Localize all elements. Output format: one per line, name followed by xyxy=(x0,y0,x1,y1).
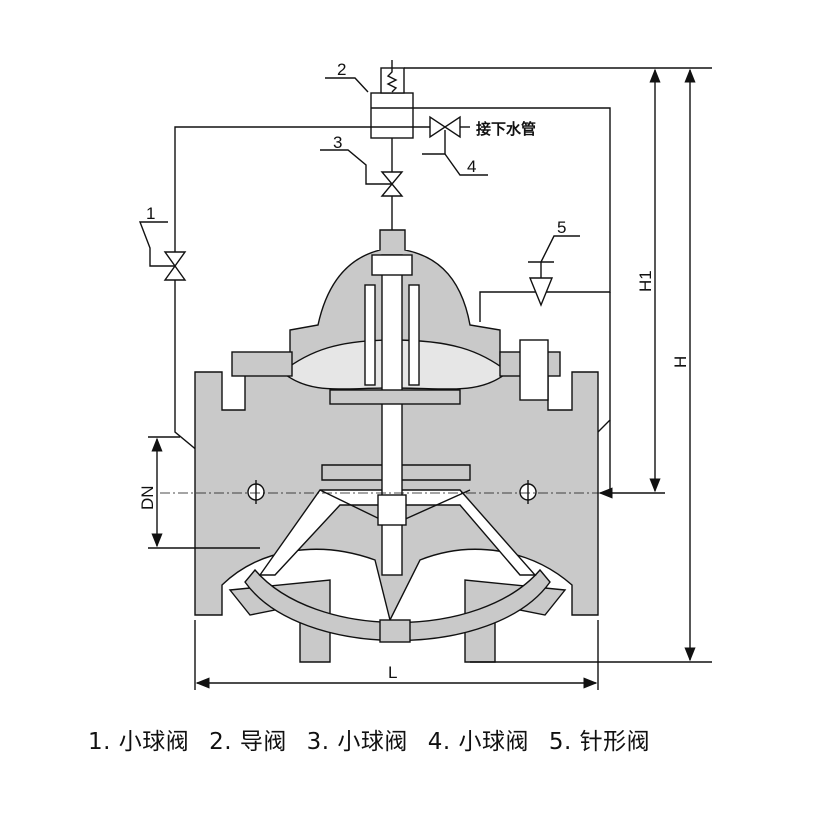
callout-3: 3 xyxy=(333,133,342,152)
callout-1: 1 xyxy=(146,204,155,223)
legend-item: 5. 针形阀 xyxy=(548,729,651,755)
ball-valve-4 xyxy=(422,115,488,176)
parts-legend: 1. 小球阀 2. 导阀 3. 小球阀 4. 小球阀 5. 针形阀 xyxy=(88,722,662,756)
dim-L: L xyxy=(388,663,397,682)
legend-item: 2. 导阀 xyxy=(209,729,287,755)
callout-5: 5 xyxy=(557,218,566,237)
callout-4: 4 xyxy=(467,157,476,176)
needle-valve-5 xyxy=(528,235,580,307)
dim-DN: DN xyxy=(138,485,157,510)
callout-2: 2 xyxy=(337,60,346,79)
ball-valve-3 xyxy=(320,149,404,197)
dim-H: H xyxy=(671,356,690,368)
legend-item: 4. 小球阀 xyxy=(427,729,529,755)
pilot-valve xyxy=(325,60,414,139)
dim-H1: H1 xyxy=(636,270,655,292)
legend-item: 3. 小球阀 xyxy=(306,729,408,755)
dimension-lines xyxy=(148,68,712,690)
legend-item: 1. 小球阀 xyxy=(88,729,190,755)
ball-valve-1 xyxy=(138,221,187,281)
drain-pipe-label: 接下水管 xyxy=(476,120,536,138)
main-valve-body xyxy=(194,229,599,663)
